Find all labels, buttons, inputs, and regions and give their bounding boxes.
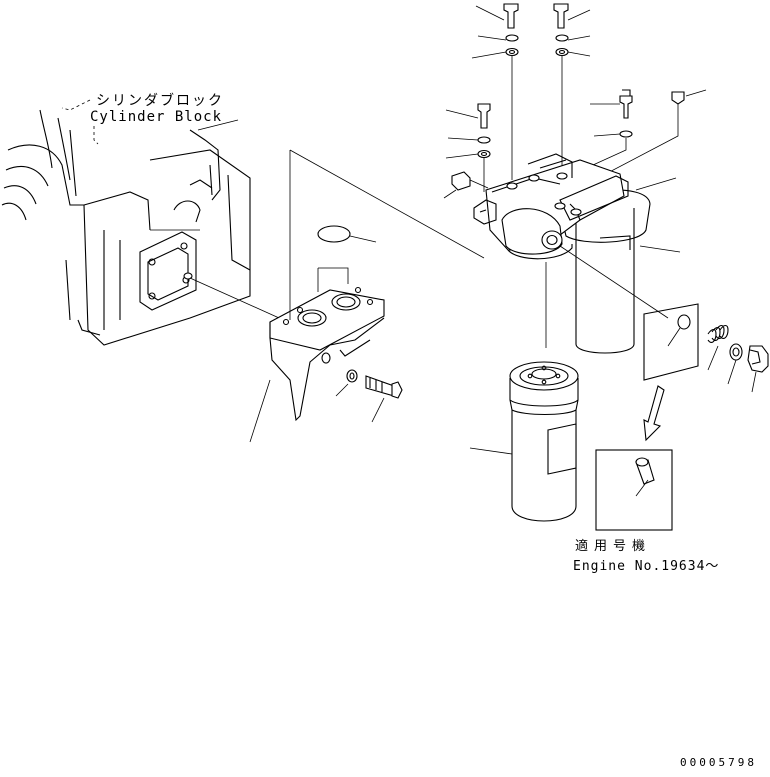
filter-head [473,153,681,354]
top-bolts [443,3,707,201]
filter-bracket [249,225,385,443]
bracket-bolt [335,369,403,423]
applicable-engine-label-en: Engine No.19634～ [573,559,720,574]
detail-inset-valve [643,303,699,381]
detail-inset-sleeve [595,449,673,531]
drawing-code: 00005798 [680,756,757,769]
applicable-engine-label-jp: 適用号機 [575,539,652,554]
tie-line-2 [289,149,485,259]
cylinder-block-label-en: Cylinder Block [90,109,223,125]
relief-valve-parts [707,324,769,393]
filter-cartridge [469,361,579,522]
leader-block-to-bracket [189,277,289,323]
arrow-down-icon [643,385,665,442]
cylinder-block [1,99,251,346]
cylinder-block-label-jp: シリンダブロック [96,93,224,109]
